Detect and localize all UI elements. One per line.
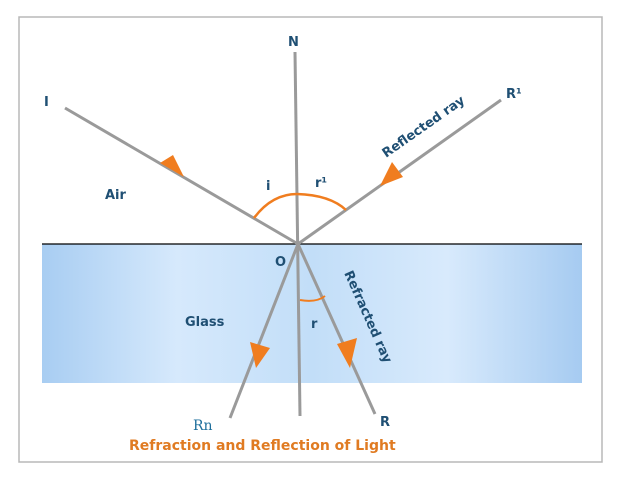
label-angle-r1: r¹: [315, 176, 327, 191]
normal-line: [293, 51, 302, 417]
angle-r1-arc: [296, 192, 347, 211]
angle-r-arc: [299, 295, 326, 302]
label-n: N: [288, 35, 299, 50]
refracted-ray: [296, 243, 377, 415]
diagram-title: Refraction and Reflection of Light: [129, 438, 396, 454]
refracted-arrow: [337, 338, 357, 368]
reflected-ray: [297, 98, 502, 246]
label-rn-point: Rn: [193, 418, 213, 434]
rn-arrow: [250, 342, 270, 368]
angle-i-arc: [253, 192, 298, 219]
label-r-point: R: [380, 415, 390, 430]
reflected-arrow: [380, 162, 403, 186]
label-angle-i: i: [266, 179, 270, 194]
label-i-point: I: [44, 95, 49, 110]
label-glass: Glass: [185, 315, 225, 330]
rn-ray: [228, 243, 300, 419]
diagram-frame: [18, 16, 603, 463]
label-r1-point: R¹: [506, 87, 522, 102]
incident-ray: [64, 106, 299, 246]
label-o: O: [275, 255, 286, 270]
glass-block: [42, 244, 582, 383]
label-angle-r: r: [311, 317, 318, 332]
incident-arrow: [160, 155, 184, 177]
label-air: Air: [105, 188, 127, 203]
